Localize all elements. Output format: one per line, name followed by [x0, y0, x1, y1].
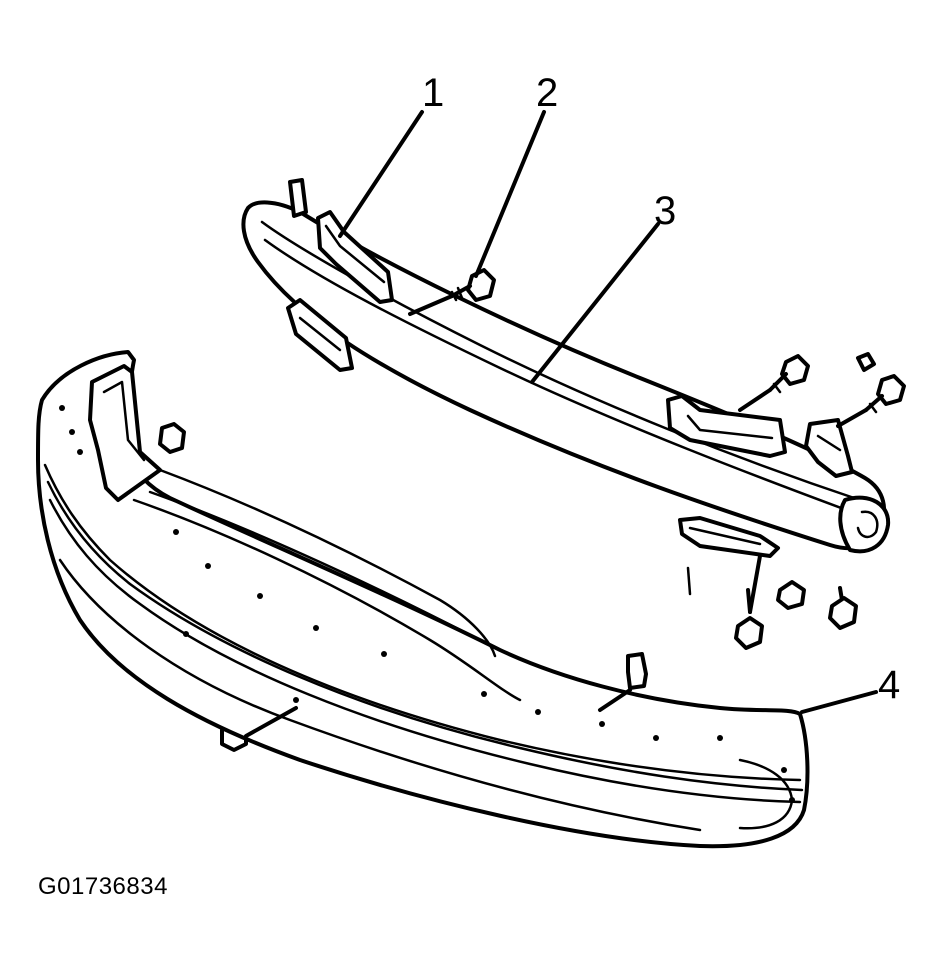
bolt-icon	[734, 588, 764, 650]
leader-line-3	[530, 222, 660, 384]
bolt-icon	[864, 374, 906, 414]
clip-icon	[158, 422, 186, 454]
leader-line-1	[338, 110, 424, 238]
bolt-icon	[768, 354, 810, 394]
nut-icon	[776, 580, 806, 610]
callout-3: 3	[654, 189, 676, 233]
figure-id: G01736834	[38, 873, 168, 900]
leader-line-4	[800, 690, 878, 714]
nut-icon	[856, 352, 876, 372]
leader-line-bolt	[408, 294, 454, 316]
callout-4: 4	[878, 663, 900, 707]
bolt-icon	[450, 268, 496, 302]
leader-line-nut	[244, 706, 298, 738]
leader-line-2	[474, 110, 546, 278]
leader-line-bolt-lower	[748, 554, 762, 614]
clip-icon	[626, 652, 648, 690]
leader-line-clip	[598, 688, 632, 712]
callout-2: 2	[536, 71, 558, 115]
callout-1: 1	[422, 71, 444, 115]
leader-lines	[244, 110, 878, 738]
leader-line-bolt-right	[738, 388, 772, 412]
leader-line-bolt-far-right	[836, 408, 868, 428]
bumper-reinforcement	[241, 178, 891, 558]
bolt-icon	[828, 586, 858, 630]
bumper-fascia	[36, 350, 810, 849]
